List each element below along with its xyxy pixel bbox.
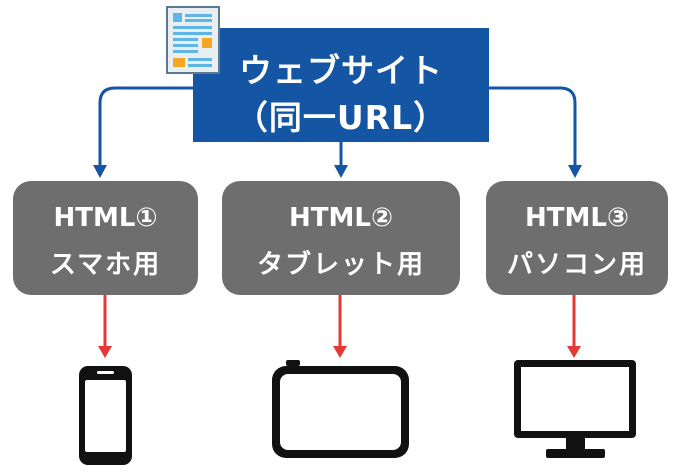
node-label: パソコン用	[506, 250, 647, 280]
same-url-label: （同一URL）	[234, 98, 448, 137]
red-arrowhead-left	[98, 346, 112, 358]
node-label: タブレット用	[256, 250, 425, 280]
website-box: ウェブサイト （同一URL）	[193, 28, 489, 142]
smartphone-icon	[79, 366, 132, 465]
node-title: HTML①	[53, 203, 158, 233]
node-tablet: HTML② タブレット用	[222, 181, 460, 295]
document-icon	[166, 6, 220, 74]
node-title: HTML②	[289, 203, 393, 233]
red-arrowhead-right	[567, 346, 581, 358]
node-smartphone: HTML① スマホ用	[13, 181, 198, 295]
red-arrowhead-middle	[333, 346, 347, 358]
blue-arrowhead-middle	[334, 165, 348, 178]
blue-arrowhead-left	[93, 165, 107, 178]
node-title: HTML③	[525, 203, 629, 233]
tablet-icon	[272, 360, 409, 458]
node-label: スマホ用	[49, 250, 162, 280]
blue-arrowhead-right	[568, 165, 582, 178]
blue-arrow-left	[98, 86, 193, 168]
node-pc: HTML③ パソコン用	[486, 181, 668, 295]
blue-arrow-right	[489, 86, 577, 168]
website-title: ウェブサイト	[239, 51, 443, 90]
monitor-icon	[514, 360, 636, 458]
